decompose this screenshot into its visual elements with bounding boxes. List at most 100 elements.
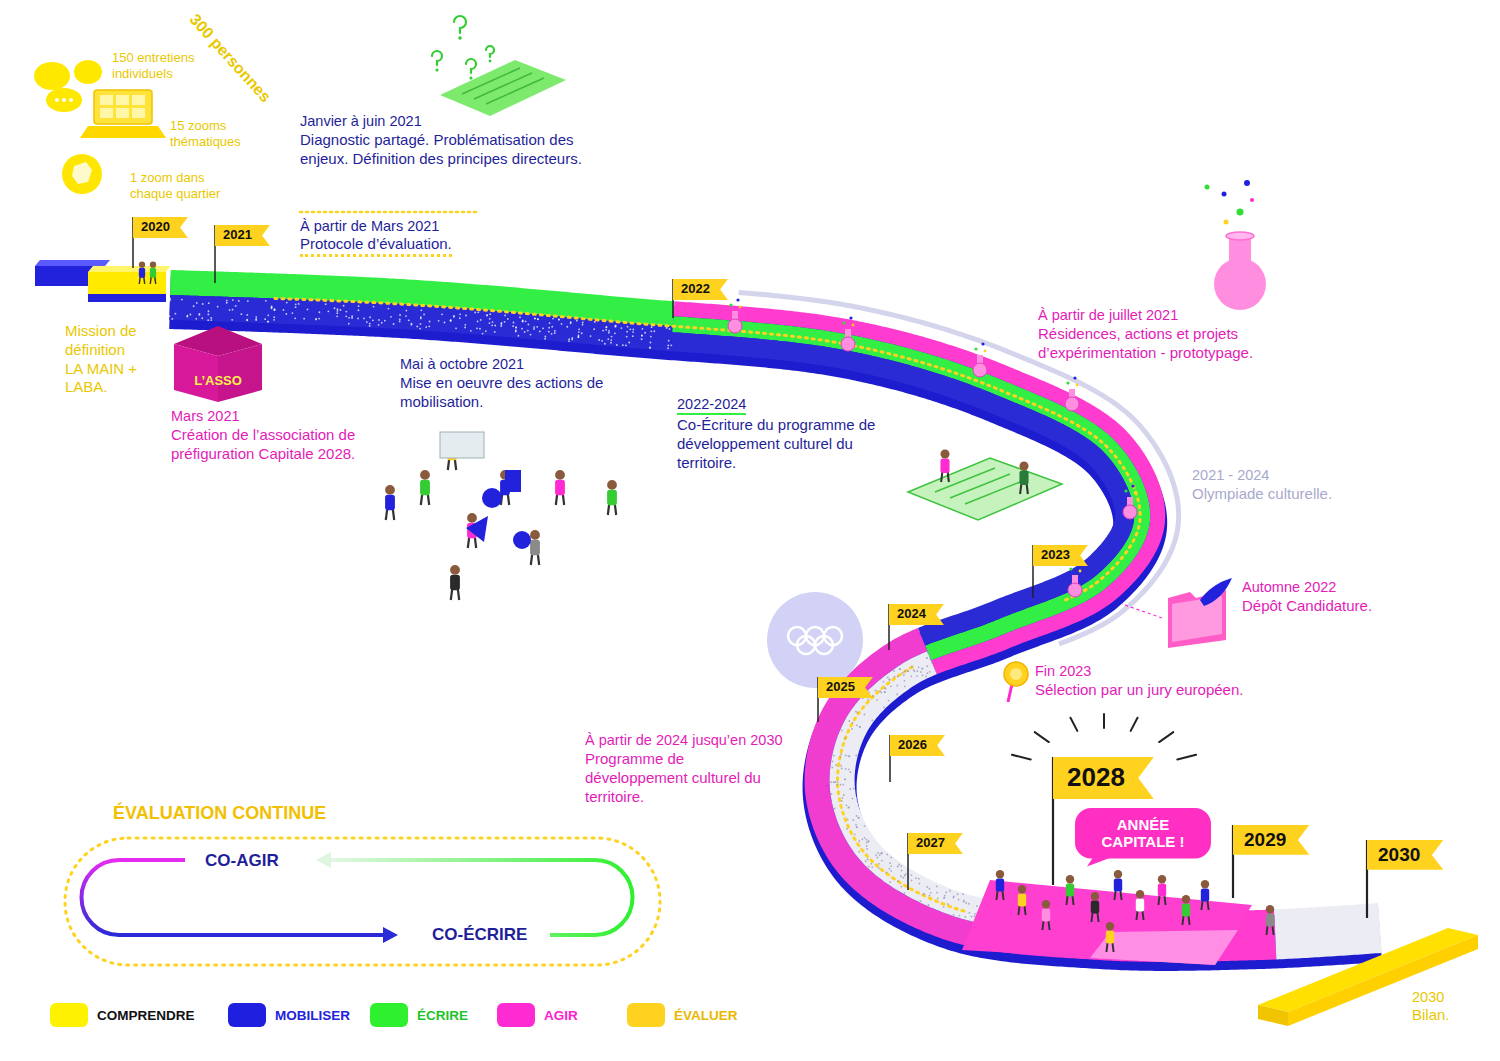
timeline-road bbox=[348, 317, 350, 319]
timeline-road bbox=[929, 657, 931, 659]
timeline-road bbox=[900, 875, 902, 877]
timeline-road bbox=[170, 302, 1380, 944]
decorations bbox=[1066, 381, 1069, 384]
decorations bbox=[1091, 912, 1092, 922]
milestone-date: Janvier à juin 2021 bbox=[300, 112, 422, 130]
decorations bbox=[450, 565, 460, 600]
timeline-road bbox=[840, 753, 842, 755]
diagnostic-paper bbox=[466, 59, 476, 73]
timeline-road bbox=[877, 852, 879, 854]
timeline-road bbox=[893, 670, 895, 672]
timeline-road bbox=[169, 298, 171, 300]
timeline-road bbox=[953, 897, 955, 899]
timeline-road bbox=[897, 675, 899, 677]
timeline-road bbox=[968, 912, 970, 914]
timeline-road bbox=[271, 307, 273, 309]
timeline-road bbox=[336, 315, 338, 317]
timeline-road bbox=[536, 326, 538, 328]
timeline-road bbox=[388, 308, 390, 310]
timeline-road bbox=[616, 344, 618, 346]
timeline-road bbox=[207, 314, 209, 316]
timeline-road bbox=[876, 857, 878, 859]
decorations bbox=[1066, 875, 1074, 905]
timeline-road bbox=[936, 892, 938, 894]
timeline-road bbox=[533, 328, 535, 330]
timeline-road bbox=[861, 838, 863, 840]
timeline-road bbox=[274, 309, 276, 311]
timeline-road bbox=[838, 667, 964, 911]
year-label: 2028 bbox=[1053, 757, 1154, 799]
timeline-road bbox=[286, 302, 288, 304]
start-slabs bbox=[35, 260, 110, 266]
decorations bbox=[1182, 903, 1190, 916]
consultation-icons bbox=[74, 60, 102, 84]
timeline-road bbox=[936, 886, 938, 888]
timeline-road bbox=[486, 314, 488, 316]
timeline-road bbox=[872, 695, 874, 697]
node-shape bbox=[174, 326, 262, 402]
timeline-road bbox=[922, 668, 924, 670]
timeline-road bbox=[455, 327, 457, 329]
timeline-road bbox=[868, 865, 870, 867]
milestone-description: Résidences, actions et projets d’expérim… bbox=[1038, 325, 1308, 363]
timeline-road bbox=[369, 325, 371, 327]
timeline-road bbox=[974, 915, 976, 917]
legend-item: MOBILISER bbox=[228, 1003, 350, 1027]
legend-item: AGIR bbox=[497, 1003, 578, 1027]
milestone-description: Dépôt Candidature. bbox=[1242, 597, 1372, 616]
timeline-road bbox=[902, 672, 904, 674]
timeline-road bbox=[515, 327, 517, 329]
timeline-road bbox=[856, 826, 858, 828]
timeline-road bbox=[920, 671, 922, 673]
year-label: 2027 bbox=[908, 833, 963, 854]
timeline-road bbox=[859, 726, 861, 728]
decorations bbox=[739, 306, 742, 309]
start-slabs bbox=[35, 260, 170, 302]
timeline-road bbox=[190, 314, 192, 316]
decorations bbox=[1070, 718, 1077, 731]
timeline-road bbox=[897, 880, 899, 882]
milestone-date: À partir de Mars 2021 bbox=[300, 217, 439, 235]
timeline-road bbox=[608, 330, 610, 332]
decorations bbox=[385, 485, 395, 495]
timeline-road bbox=[416, 326, 418, 328]
capital-year-plaza bbox=[1090, 930, 1238, 965]
decorations bbox=[555, 470, 565, 505]
decorations bbox=[1131, 718, 1138, 731]
timeline-road bbox=[632, 331, 634, 333]
timeline-road bbox=[943, 906, 945, 908]
timeline-road bbox=[928, 904, 930, 906]
timeline-road bbox=[548, 331, 550, 333]
timeline-road bbox=[464, 324, 466, 326]
timeline-road bbox=[880, 853, 882, 855]
timeline-road bbox=[918, 878, 920, 880]
decorations bbox=[1019, 462, 1028, 471]
olympic-rings bbox=[815, 636, 833, 654]
timeline-road bbox=[844, 778, 846, 780]
timeline-road bbox=[232, 309, 234, 311]
decorations bbox=[1177, 755, 1196, 760]
node-shape bbox=[908, 833, 963, 854]
timeline-road bbox=[168, 283, 1380, 944]
timeline-road bbox=[858, 851, 860, 853]
timeline-road bbox=[886, 871, 888, 873]
timeline-road bbox=[337, 310, 339, 312]
timeline-road bbox=[169, 300, 171, 302]
timeline-road bbox=[229, 309, 231, 311]
decorations bbox=[451, 589, 452, 600]
consultation-icons bbox=[132, 95, 145, 105]
decorations bbox=[450, 575, 460, 590]
legend-label: AGIR bbox=[544, 1008, 578, 1023]
timeline-road bbox=[210, 319, 212, 321]
timeline-road bbox=[848, 768, 850, 770]
timeline-road bbox=[566, 326, 568, 328]
timeline-road bbox=[240, 313, 242, 315]
timeline-road bbox=[896, 684, 898, 686]
decorations bbox=[420, 470, 430, 480]
timeline-road bbox=[889, 679, 891, 681]
year-flag: 2022 bbox=[673, 279, 728, 300]
timeline-road bbox=[610, 339, 612, 341]
timeline-road bbox=[372, 319, 374, 321]
timeline-road bbox=[366, 321, 368, 323]
timeline-road bbox=[904, 892, 906, 894]
